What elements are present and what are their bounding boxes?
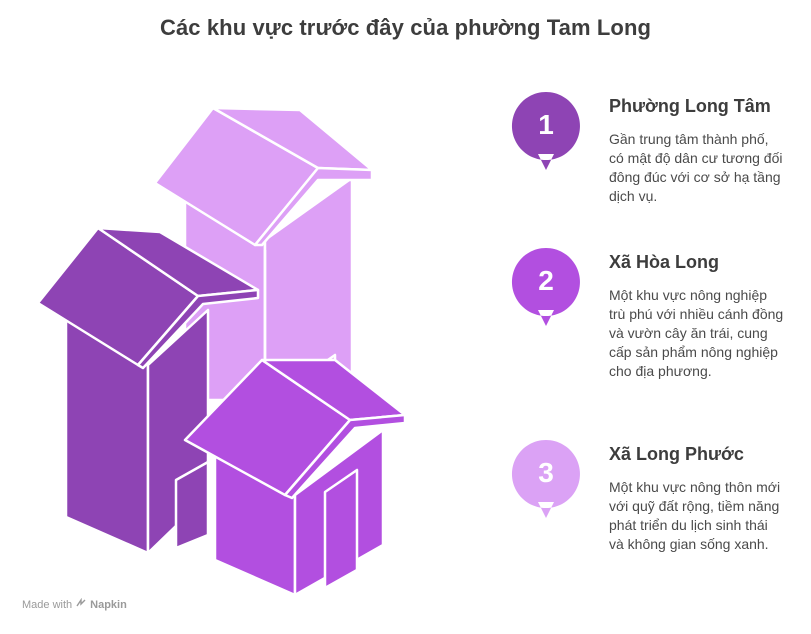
number-badge-2: 2 xyxy=(510,246,582,330)
item-description: Gần trung tâm thành phố, có mật độ dân c… xyxy=(609,131,783,204)
house-front xyxy=(183,358,407,597)
napkin-logo-icon xyxy=(76,597,86,611)
item-title: Phường Long Tâm xyxy=(609,96,771,116)
item-description: Một khu vực nông thôn mới với quỹ đất rộ… xyxy=(609,479,781,552)
page-title: Các khu vực trước đây của phường Tam Lon… xyxy=(159,15,652,40)
footer-credit[interactable]: Made with Napkin xyxy=(22,597,127,611)
location-pin-icon xyxy=(511,92,580,170)
item-title: Xã Long Phước xyxy=(609,444,744,464)
footer-brand: Napkin xyxy=(90,598,127,611)
number-badge-1: 1 xyxy=(510,90,582,174)
location-pin-icon xyxy=(511,248,580,326)
badge-number: 2 xyxy=(538,265,554,296)
badge-number: 1 xyxy=(538,109,554,140)
house-left xyxy=(36,226,260,555)
badge-number: 3 xyxy=(538,457,554,488)
number-badge-3: 3 xyxy=(510,438,582,522)
item-description: Một khu vực nông nghiệp trù phú với nhiề… xyxy=(609,287,784,379)
item-title: Xã Hòa Long xyxy=(609,252,720,272)
location-pin-icon xyxy=(511,440,580,518)
footer-made-with: Made with xyxy=(22,598,73,611)
